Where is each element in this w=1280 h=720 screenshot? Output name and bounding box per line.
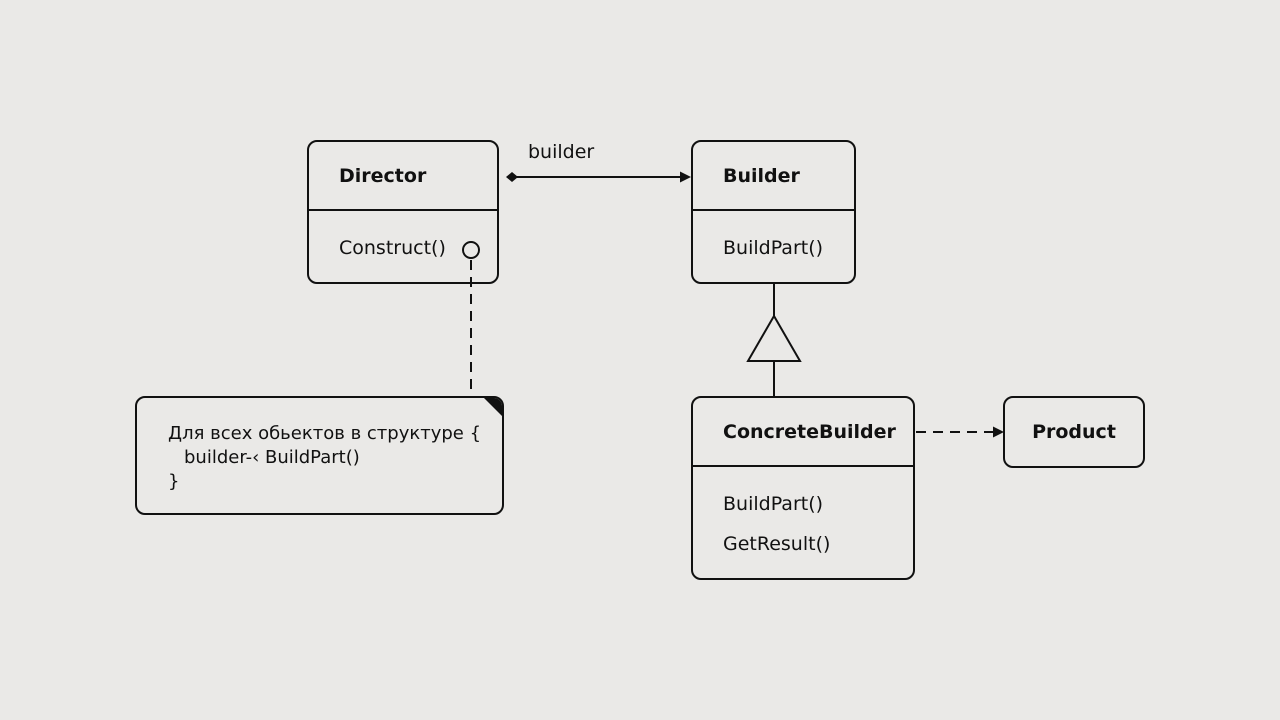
builder-title: Builder	[693, 142, 854, 211]
aggregation-diamond	[506, 172, 518, 182]
dependency-arrowhead	[993, 426, 1004, 438]
note-line-2: builder-‹ BuildPart()	[184, 447, 360, 468]
product-class: Product	[1003, 396, 1145, 468]
concrete-builder-title: ConcreteBuilder	[693, 398, 913, 467]
pseudocode-note: Для всех обьектов в структуре { builder-…	[135, 396, 504, 515]
inheritance-triangle	[746, 314, 802, 362]
director-method-construct: Construct()	[339, 237, 446, 259]
note-folded-corner	[482, 398, 502, 418]
concrete-builder-method-buildpart: BuildPart()	[723, 493, 824, 515]
concrete-builder-class: ConcreteBuilder BuildPart() GetResult()	[691, 396, 915, 580]
association-arrowhead	[680, 171, 691, 183]
note-line-1: Для всех обьектов в структуре {	[168, 423, 482, 444]
concrete-builder-method-getresult: GetResult()	[723, 533, 831, 555]
note-anchor-circle	[462, 241, 480, 259]
aggregation-connector	[506, 171, 691, 183]
builder-class: Builder BuildPart()	[691, 140, 856, 284]
director-class: Director Construct()	[307, 140, 499, 284]
director-title: Director	[309, 142, 497, 211]
builder-method-buildpart: BuildPart()	[723, 237, 824, 259]
note-line-3: }	[168, 471, 180, 492]
dependency-connector	[916, 426, 1004, 438]
association-label: builder	[528, 141, 595, 163]
inheritance-connector	[746, 284, 802, 397]
